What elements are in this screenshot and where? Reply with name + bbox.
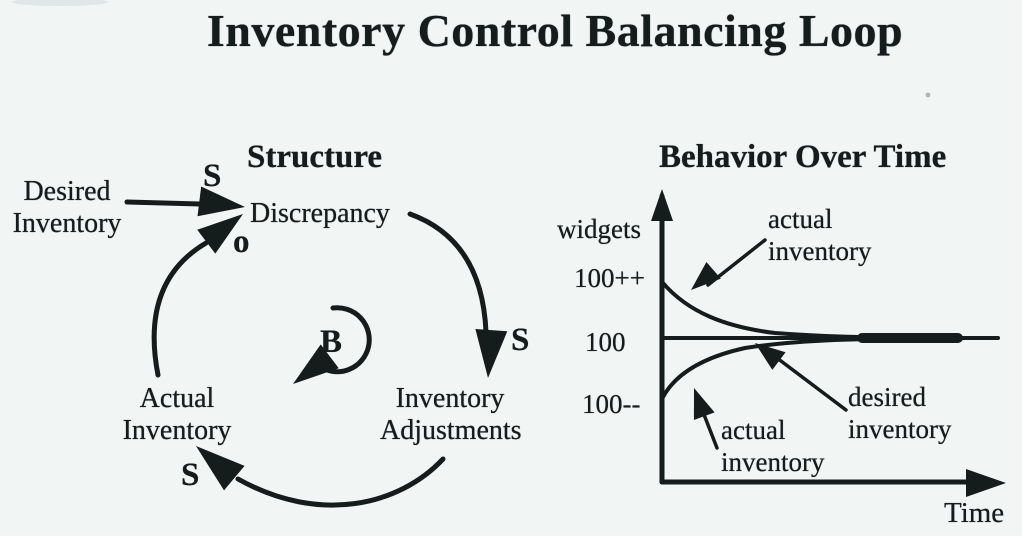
link-label-s-adjustments: S bbox=[511, 322, 530, 358]
balancing-loop-arrow bbox=[293, 305, 372, 384]
arrow-adjustments-to-actual bbox=[196, 446, 446, 508]
node-actual-inventory: Actual Inventory bbox=[122, 383, 232, 446]
actual-inventory-curve-lower bbox=[661, 336, 927, 399]
arrowhead bbox=[475, 329, 508, 378]
annotation-arrow-actual-upper bbox=[691, 238, 767, 290]
arrow-discrepancy-to-adjustments bbox=[407, 211, 508, 378]
x-axis-label: Time bbox=[944, 497, 1005, 529]
scan-artifacts bbox=[12, 0, 931, 98]
arrow-actual-to-discrepancy bbox=[151, 214, 243, 378]
y-axis-label: widgets bbox=[557, 214, 641, 244]
y-tick-100: 100 bbox=[585, 327, 626, 357]
x-axis-arrowhead bbox=[966, 469, 1006, 497]
annotation-arrow-actual-lower bbox=[693, 388, 719, 450]
link-label-s-desired: S bbox=[203, 158, 222, 194]
node-desired-inventory: Desired Inventory bbox=[12, 176, 122, 239]
link-label-o-actual: o bbox=[233, 224, 250, 260]
page-title: Inventory Control Balancing Loop bbox=[206, 5, 904, 56]
y-tick-100pp: 100++ bbox=[574, 263, 645, 293]
annotation-actual-lower: actual inventory bbox=[721, 415, 825, 477]
arrowhead bbox=[691, 262, 721, 290]
link-label-s-actual: S bbox=[181, 457, 200, 493]
y-axis-arrowhead bbox=[651, 189, 673, 221]
arrowhead bbox=[755, 343, 786, 370]
arrowhead bbox=[197, 186, 245, 217]
arrowhead bbox=[293, 344, 339, 384]
loop-label-b: B bbox=[320, 324, 343, 360]
actual-inventory-curve-upper bbox=[661, 281, 932, 340]
x-axis bbox=[659, 469, 1006, 497]
node-inventory-adjustments: Inventory Adjustments bbox=[380, 383, 522, 446]
annotation-arrow-desired bbox=[755, 343, 848, 412]
annotation-desired: desired inventory bbox=[848, 382, 952, 444]
behavior-heading: Behavior Over Time bbox=[659, 139, 947, 175]
node-discrepancy: Discrepancy bbox=[250, 198, 390, 229]
arrowhead bbox=[197, 214, 243, 254]
annotation-actual-upper: actual inventory bbox=[768, 204, 872, 266]
y-axis bbox=[651, 189, 673, 485]
structure-heading: Structure bbox=[247, 139, 383, 175]
arrowhead bbox=[693, 388, 715, 420]
arrowhead bbox=[196, 446, 245, 491]
arrow-desired-to-discrepancy bbox=[124, 186, 245, 217]
y-tick-100mm: 100-- bbox=[582, 389, 641, 419]
